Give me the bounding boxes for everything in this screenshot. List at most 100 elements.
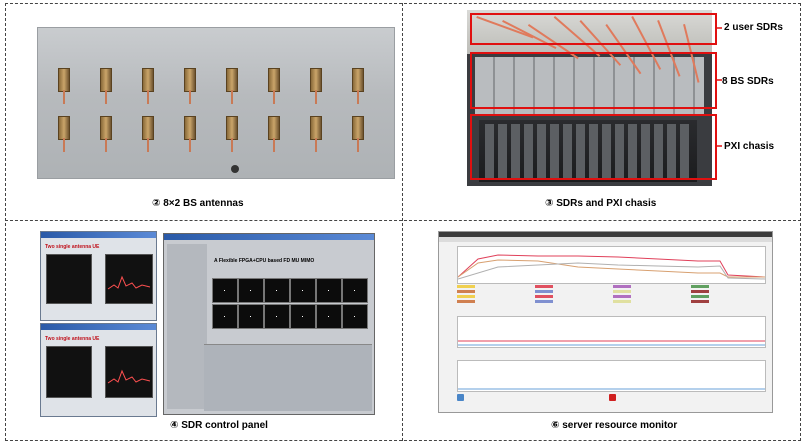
legend-swatch [535,300,553,303]
antenna-cable [147,90,149,104]
monitor-tabs [439,237,772,242]
bs-control-window: A Flexible FPGA+CPU based FD MU MIMO [163,233,375,415]
legend-swatch [613,285,631,288]
spectrum-scope [105,254,153,304]
pxi-slot [615,124,624,178]
constellation-point [250,316,251,317]
antenna-element [100,68,112,92]
legend-swatch [457,300,475,303]
caption-control: ④ SDR control panel [170,420,268,431]
legend-swatch [535,295,553,298]
antenna-cable [273,138,275,152]
legend-swatch [691,290,709,293]
antenna-cable [315,138,317,152]
legend-swatch [457,290,475,293]
antenna-element [184,116,196,140]
window-titlebar [164,234,374,240]
memory-history-chart [457,316,766,348]
constellation-cell [316,304,342,329]
constellation-point [354,316,355,317]
antenna-cable [105,138,107,152]
antenna-element [142,68,154,92]
constellation-point [328,316,329,317]
constellation-point [276,316,277,317]
legend-swatch [457,285,475,288]
legend-swatch [613,290,631,293]
pxi-slot [511,124,520,178]
pxi-slot [602,124,611,178]
antenna-element [310,116,322,140]
legend-swatch [613,295,631,298]
constellation-point [354,290,355,291]
pxi-slot [589,124,598,178]
monitor-titlebar [439,232,772,237]
legend-swatch [535,285,553,288]
antenna-element [142,116,154,140]
constellation-cell [290,304,316,329]
user-sdrs-highlight [470,13,717,45]
constellation-point [302,316,303,317]
label-pxi: PXI chasis [724,141,775,152]
legend-swatch [457,295,475,298]
label-user-sdrs: 2 user SDRs [724,22,783,33]
constellation-cell [342,304,368,329]
antenna-element [268,68,280,92]
pxi-slot [680,124,689,178]
pxi-highlight [470,114,717,180]
antenna-element [268,116,280,140]
window-titlebar [41,324,156,330]
pxi-slot [576,124,585,178]
bs-sdrs-highlight [470,52,717,109]
legend-swatch [535,290,553,293]
antenna-cable [273,90,275,104]
window-titlebar [41,232,156,238]
pxi-slot [641,124,650,178]
resource-monitor-window [438,231,773,413]
spectrum-trace [107,369,151,384]
sdr-rack-photo [467,10,712,186]
pxi-slot [654,124,663,178]
pxi-slot [667,124,676,178]
constellation-point [224,290,225,291]
bs-antenna-board-photo [37,27,395,179]
antenna-element [352,116,364,140]
sending-icon [609,394,616,401]
antenna-element [100,116,112,140]
network-history-chart [457,360,766,392]
legend-swatch [691,300,709,303]
window-heading: Two single antenna UE [45,244,100,250]
antenna-cable [357,138,359,152]
pxi-slot [537,124,546,178]
constellation-point [276,290,277,291]
constellation-cell [212,304,238,329]
constellation-point [224,316,225,317]
legend-swatch [691,295,709,298]
mount-hole [231,165,239,173]
ue-window-2: Two single antenna UE [40,323,157,417]
vertical-divider [402,3,403,441]
horizontal-divider [5,220,801,221]
antenna-element [310,68,322,92]
antenna-element [352,68,364,92]
constellation-cell [238,278,264,303]
parameter-table [204,344,372,411]
spectrum-trace [107,275,151,290]
cpu-legend [457,285,764,307]
antenna-cable [231,90,233,104]
constellation-cell [212,278,238,303]
antenna-element [226,116,238,140]
legend-swatch [691,285,709,288]
pxi-slot [485,124,494,178]
label-bs-sdrs: 8 BS SDRs [722,76,774,87]
pxi-slot [628,124,637,178]
cpu-lines [457,254,766,280]
constellation-point [250,290,251,291]
network-lines [458,388,765,390]
antenna-cable [357,90,359,104]
antenna-cable [63,90,65,104]
bs-sdr-shelf [475,57,704,115]
legend-swatch [613,300,631,303]
constellation-cell [264,278,290,303]
pxi-slot [498,124,507,178]
cpu-history-chart [457,246,766,284]
